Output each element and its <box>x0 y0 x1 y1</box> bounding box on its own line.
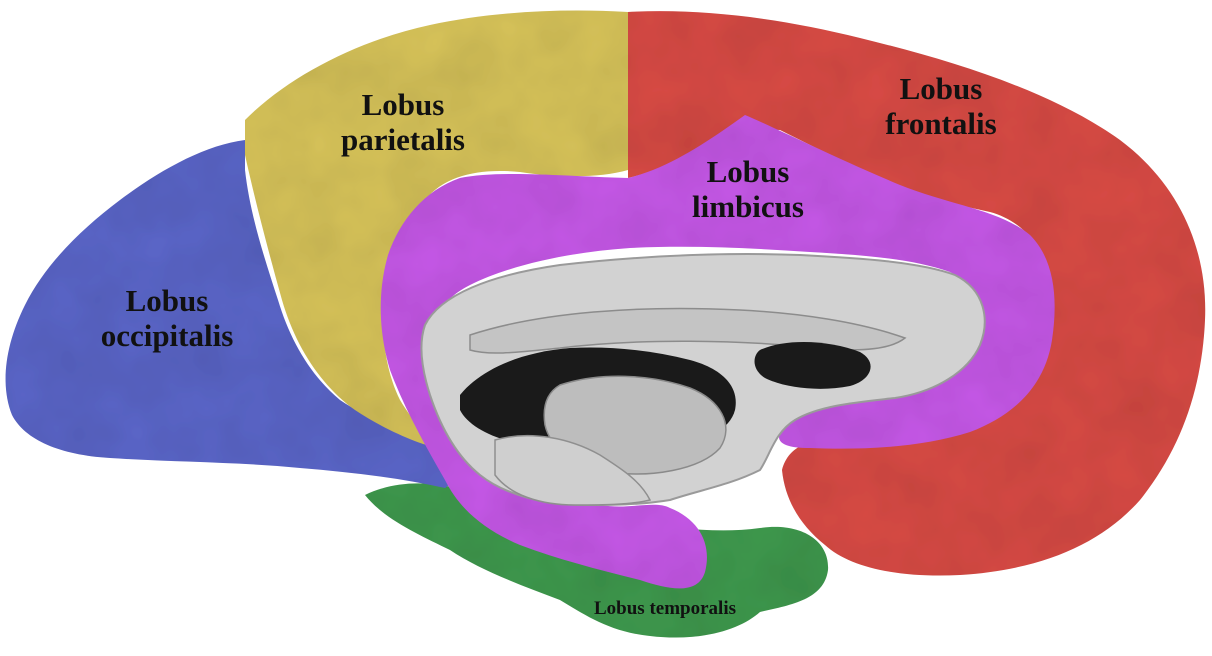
label-frontalis-line1: Lobus <box>856 72 1026 107</box>
label-parietalis-line2: parietalis <box>318 123 488 158</box>
label-lobus-parietalis: Lobus parietalis <box>318 88 488 157</box>
label-lobus-occipitalis: Lobus occipitalis <box>82 284 252 353</box>
label-lobus-frontalis: Lobus frontalis <box>856 72 1026 141</box>
label-lobus-temporalis: Lobus temporalis <box>540 598 790 619</box>
label-occipitalis-line1: Lobus <box>82 284 252 319</box>
label-limbicus-line2: limbicus <box>663 190 833 225</box>
label-occipitalis-line2: occipitalis <box>82 319 252 354</box>
label-frontalis-line2: frontalis <box>856 107 1026 142</box>
label-limbicus-line1: Lobus <box>663 155 833 190</box>
label-parietalis-line1: Lobus <box>318 88 488 123</box>
label-lobus-limbicus: Lobus limbicus <box>663 155 833 224</box>
